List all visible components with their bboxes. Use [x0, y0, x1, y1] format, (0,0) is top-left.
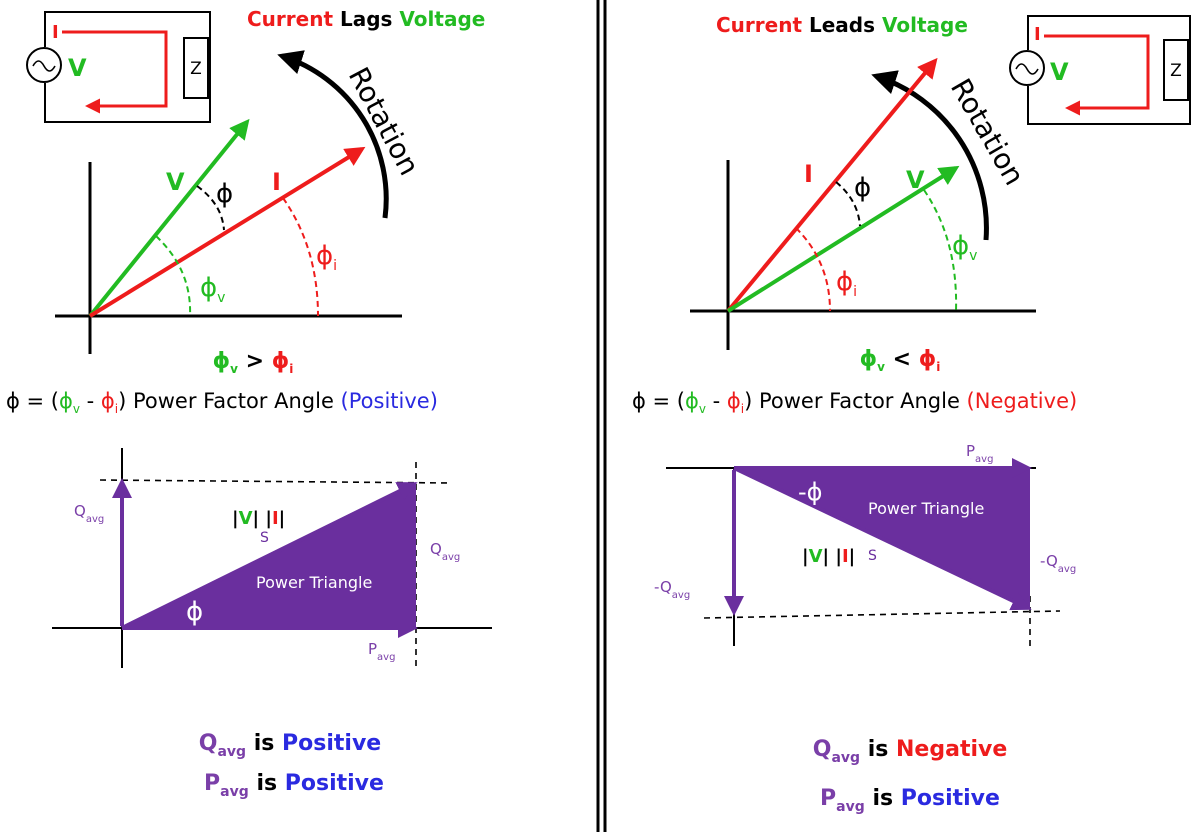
- impedance-box: [183, 37, 209, 99]
- s-label: S: [868, 548, 877, 564]
- circuit-current-label: I: [52, 22, 59, 43]
- right-circuit: Z I V: [1009, 15, 1191, 125]
- summary-q: Qavg is Negative: [813, 737, 1008, 766]
- right-title: Current Leads Voltage: [716, 13, 968, 37]
- phi-v-label: ϕv: [952, 231, 977, 264]
- summary-q: Qavg is Positive: [199, 731, 381, 760]
- impedance-box: [1163, 39, 1189, 101]
- summary-p: Pavg is Positive: [820, 786, 1000, 815]
- phi-arc: [196, 185, 225, 231]
- phasor-v-label: V: [906, 166, 925, 194]
- s-label: S: [260, 530, 269, 546]
- triangle-phi-label: -ϕ: [798, 478, 823, 506]
- p-avg-label: Pavg: [368, 640, 395, 663]
- phi-i-label: ϕi: [836, 267, 857, 300]
- s-arrow: [121, 482, 418, 630]
- pf-equation: ϕ = (ϕv - ϕi) Power Factor Angle (Negati…: [632, 389, 1077, 416]
- phi-v-label: ϕv: [200, 273, 225, 306]
- rotation-arrow: [871, 70, 989, 241]
- q-avg-right-label: Qavg: [430, 540, 460, 563]
- phasor-i-label: I: [272, 168, 281, 196]
- circuit-voltage-label: V: [68, 54, 87, 82]
- phi-v-arc: [923, 189, 958, 312]
- phasor-v-label: V: [166, 168, 185, 196]
- circuit-current-label: I: [1034, 24, 1041, 45]
- s-magnitude-label: |V| |I|: [802, 546, 855, 567]
- q-avg-right-label: -Qavg: [1040, 552, 1076, 575]
- phasor-i-label: I: [804, 160, 813, 188]
- q-avg-left-label: -Qavg: [654, 578, 690, 601]
- phi-arc: [835, 181, 861, 227]
- left-title: Current Lags Voltage: [247, 7, 485, 31]
- triangle-phi-label: ϕ: [186, 597, 203, 627]
- current-phasor: [88, 146, 366, 318]
- right-panel: Z I V Current Leads Voltage Rotation I V…: [632, 13, 1191, 815]
- current-path-arrow: [1044, 34, 1150, 116]
- voltage-phasor: [88, 118, 250, 318]
- circuit-voltage-label: V: [1050, 58, 1069, 86]
- left-panel: Z I V Current Lags Voltage Rotation V I …: [6, 7, 492, 800]
- power-triangle-name: Power Triangle: [868, 499, 984, 518]
- phi-i-label: ϕi: [316, 241, 337, 274]
- phi-v-arc: [155, 235, 192, 317]
- current-path-arrow: [62, 30, 168, 114]
- angle-comparison: ϕv < ϕi: [860, 347, 941, 374]
- summary-p: Pavg is Positive: [204, 771, 384, 800]
- left-power-triangle: Qavg Qavg Pavg |V| |I| S Power Triangle …: [52, 448, 492, 668]
- voltage-phasor: [726, 165, 960, 313]
- power-triangle-name: Power Triangle: [256, 573, 372, 592]
- load-label: Z: [190, 59, 202, 79]
- load-label: Z: [1170, 61, 1182, 81]
- right-power-triangle: -Qavg -Qavg Pavg |V| |I| S Power Triangl…: [654, 442, 1076, 646]
- current-phasor: [726, 57, 938, 313]
- q-avg-left-label: Qavg: [74, 502, 104, 525]
- phi-i-arc: [282, 197, 319, 317]
- s-arrow: [733, 466, 1032, 611]
- p-avg-label: Pavg: [966, 442, 993, 465]
- angle-comparison: ϕv > ϕi: [213, 349, 294, 376]
- pf-equation: ϕ = (ϕv - ϕi) Power Factor Angle (Positi…: [6, 389, 438, 416]
- phasor-phi-label: ϕ: [854, 173, 871, 203]
- left-circuit: Z I V: [26, 11, 211, 123]
- center-divider: [596, 0, 607, 832]
- s-magnitude-label: |V| |I|: [232, 508, 285, 529]
- rotation-arrow: [277, 50, 389, 219]
- phasor-phi-label: ϕ: [216, 179, 233, 209]
- phi-i-arc: [795, 227, 831, 312]
